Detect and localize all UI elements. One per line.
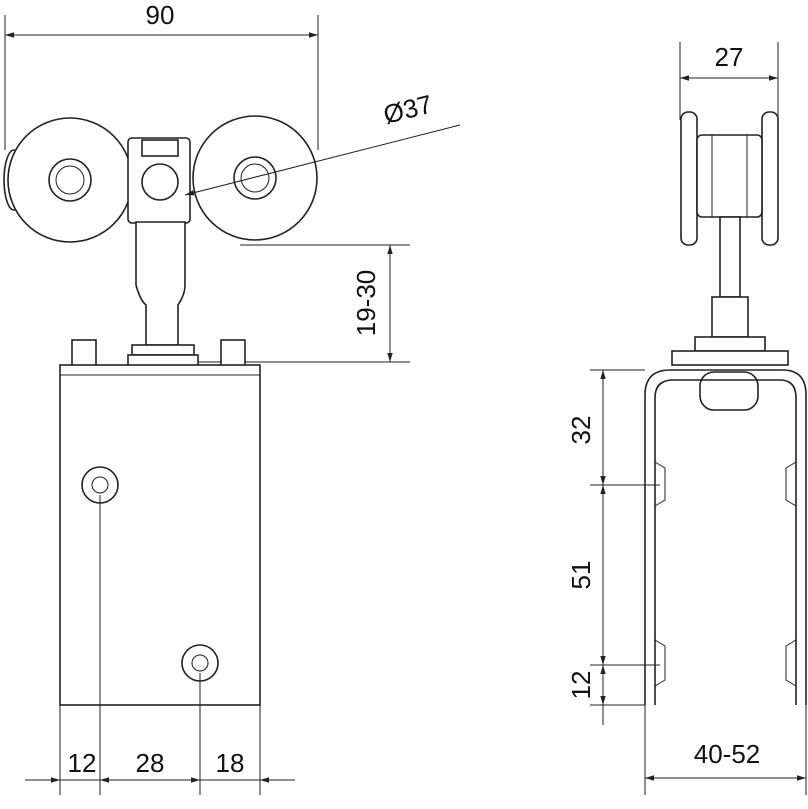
stem-side xyxy=(671,216,789,411)
right-wheel xyxy=(192,115,318,241)
center-block xyxy=(127,137,191,224)
dim-label-40-52: 40-52 xyxy=(694,739,761,769)
dim-label-18: 18 xyxy=(216,748,245,778)
dim-label-19-30: 19-30 xyxy=(351,270,381,337)
left-wheel xyxy=(3,117,133,243)
dim-label-12: 12 xyxy=(68,748,97,778)
dim-label-12-side: 12 xyxy=(566,671,596,700)
dimension-bracket-40-52: 40-52 xyxy=(644,705,807,795)
dim-label-32: 32 xyxy=(566,416,596,445)
dim-label-51: 51 xyxy=(566,561,596,590)
dimension-stem-19-30: 19-30 xyxy=(198,244,410,363)
dimension-width-27: 27 xyxy=(679,42,779,120)
dimension-width-90: 90 xyxy=(4,0,319,150)
wheel-side xyxy=(680,111,779,246)
dim-label-90: 90 xyxy=(146,0,175,30)
front-view: 90 Ø37 xyxy=(3,0,461,795)
bracket-plate xyxy=(59,339,261,706)
dimension-hole-spacing: 12 28 18 xyxy=(25,495,295,795)
u-bracket xyxy=(644,369,807,705)
dim-label-27: 27 xyxy=(715,42,744,72)
stem xyxy=(127,221,199,368)
dim-label-28: 28 xyxy=(136,748,165,778)
side-view: 27 xyxy=(566,42,807,795)
dimension-vertical-holes: 32 51 12 xyxy=(566,369,660,725)
dim-label-diameter: Ø37 xyxy=(380,89,435,130)
